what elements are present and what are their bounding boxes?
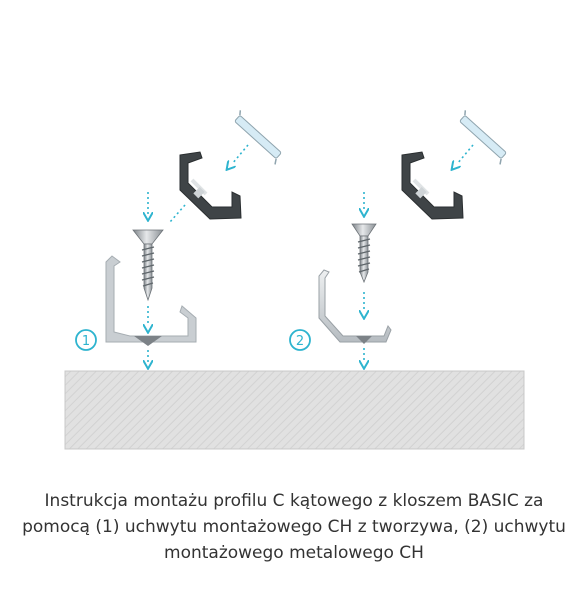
- countersunk-screw-icon: [132, 229, 164, 302]
- countersunk-screw-icon: [351, 223, 377, 284]
- dotted-arrow-icon: [143, 306, 153, 334]
- variant-2-group: 2: [289, 110, 507, 370]
- dotted-arrow-icon: [169, 204, 186, 223]
- diffuser-cover-icon: [459, 110, 507, 165]
- dotted-arrow-icon: [446, 144, 474, 175]
- plastic-clip-icon: [105, 255, 197, 346]
- metal-clip-icon: [318, 269, 392, 344]
- figure-caption: Instrukcja montażu profilu C kątowego z …: [22, 491, 566, 563]
- diffuser-cover-icon: [234, 110, 282, 165]
- dotted-arrow-icon: [359, 192, 369, 218]
- step-badge-2: 2: [289, 329, 311, 351]
- dotted-arrow-icon: [143, 350, 153, 370]
- dotted-arrow-icon: [221, 144, 249, 175]
- mounting-diagram: 1: [64, 110, 525, 450]
- step-label-1: 1: [82, 334, 90, 349]
- mounting-surface: [64, 370, 525, 450]
- step-label-2: 2: [296, 334, 304, 349]
- dotted-arrow-icon: [359, 348, 369, 370]
- aluminum-corner-profile-icon: [401, 151, 464, 220]
- step-badge-1: 1: [75, 329, 97, 351]
- variant-1-group: 1: [75, 110, 282, 370]
- dotted-arrow-icon: [359, 292, 369, 320]
- aluminum-corner-profile-icon: [179, 151, 242, 220]
- dotted-arrow-icon: [143, 192, 153, 222]
